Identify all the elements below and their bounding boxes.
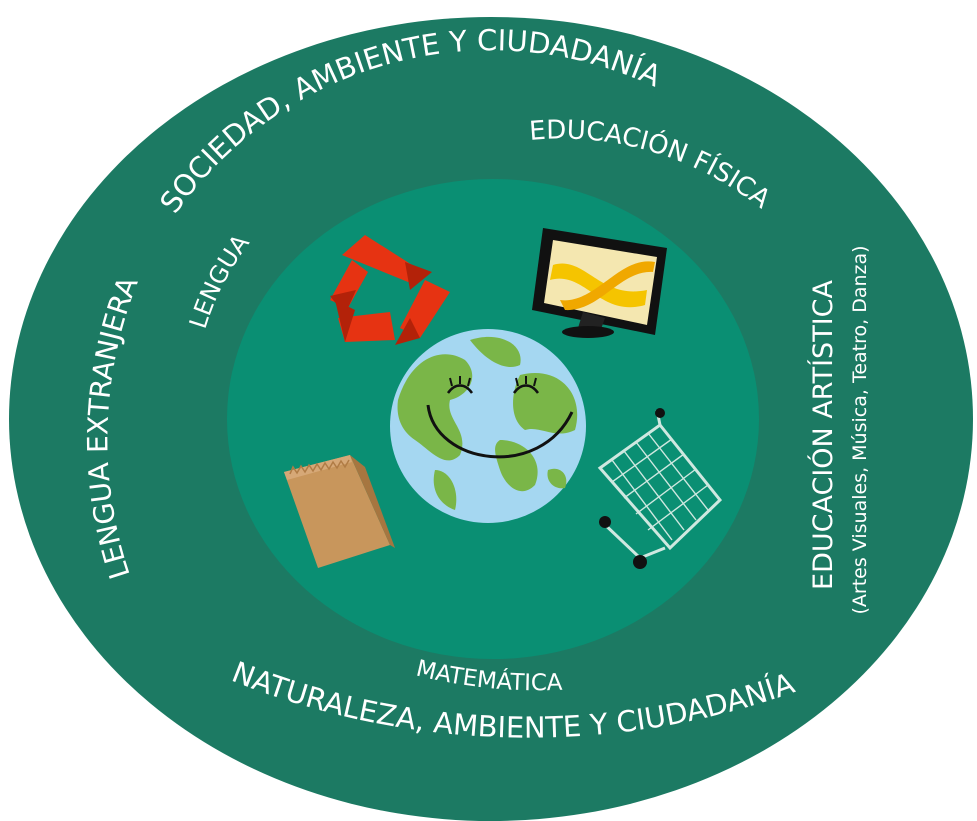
label-educacion-artistica: EDUCACIÓN ARTÍSTICA	[807, 280, 839, 590]
earth-icon	[390, 329, 586, 523]
shopping-cart-icon	[597, 408, 723, 569]
monitor-icon	[532, 228, 667, 338]
label-educacion-artistica-sub: (Artes Visuales, Música, Teatro, Danza)	[849, 245, 871, 614]
shopping-bag-icon	[284, 455, 395, 568]
recycle-icon	[330, 235, 450, 345]
